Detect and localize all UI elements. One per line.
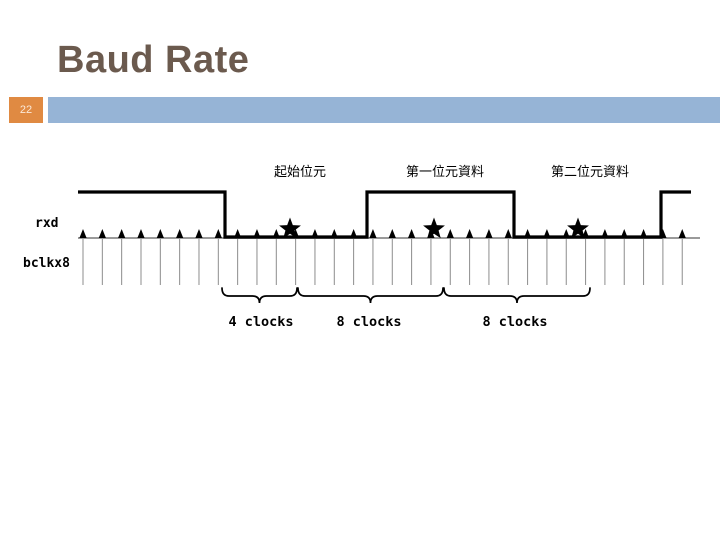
clock-tick-arrowhead bbox=[176, 229, 184, 238]
clock-brace-0 bbox=[221, 287, 298, 304]
field-label-data-bit-0: 第一位元資料 bbox=[406, 165, 484, 180]
clock-tick-arrowhead bbox=[214, 229, 222, 238]
clock-tick-arrowhead bbox=[485, 229, 493, 238]
clock-tick-arrowhead bbox=[446, 229, 454, 238]
clock-tick-arrowhead bbox=[156, 229, 164, 238]
clock-tick-arrowhead bbox=[195, 229, 203, 238]
clock-tick-arrowhead bbox=[79, 229, 87, 238]
brace-label-8-clocks-first: 8 clocks bbox=[336, 314, 401, 330]
clock-tick-arrowhead bbox=[369, 229, 377, 238]
brace-label-8-clocks-second: 8 clocks bbox=[482, 314, 547, 330]
field-label-data-bit-1: 第二位元資料 bbox=[551, 165, 629, 180]
clock-brace-group bbox=[221, 287, 591, 304]
bit1-sample bbox=[567, 217, 589, 239]
page-title: Baud Rate bbox=[57, 39, 250, 81]
header-accent-bar bbox=[48, 97, 720, 123]
rxd-waveform bbox=[78, 190, 691, 239]
clock-tick-arrowhead bbox=[388, 229, 396, 238]
signal-label-bclkx8: bclkx8 bbox=[23, 256, 70, 271]
bit0-sample bbox=[423, 217, 445, 239]
brace-label-4-clocks: 4 clocks bbox=[228, 314, 293, 330]
field-label-start-bit: 起始位元 bbox=[274, 165, 326, 180]
clock-tick-arrowhead bbox=[137, 229, 145, 238]
clock-tick-arrowhead bbox=[118, 229, 126, 238]
start-bit-sample bbox=[279, 217, 301, 239]
clock-tick-arrowhead bbox=[466, 229, 474, 238]
clock-brace-2 bbox=[443, 287, 591, 304]
clock-brace-1 bbox=[297, 287, 444, 304]
sample-marker-group bbox=[279, 217, 589, 239]
timing-diagram: rxd bclkx8 起始位元 第一位元資料 第二位元資料 4 clocks 8… bbox=[0, 130, 720, 360]
clock-tick-arrowhead bbox=[678, 229, 686, 238]
clock-tick-arrowhead bbox=[504, 229, 512, 238]
signal-label-rxd: rxd bbox=[35, 216, 58, 231]
clock-tick-arrowhead bbox=[98, 229, 106, 238]
clock-tick-arrowhead bbox=[408, 229, 416, 238]
slide-number-badge: 22 bbox=[9, 97, 43, 123]
